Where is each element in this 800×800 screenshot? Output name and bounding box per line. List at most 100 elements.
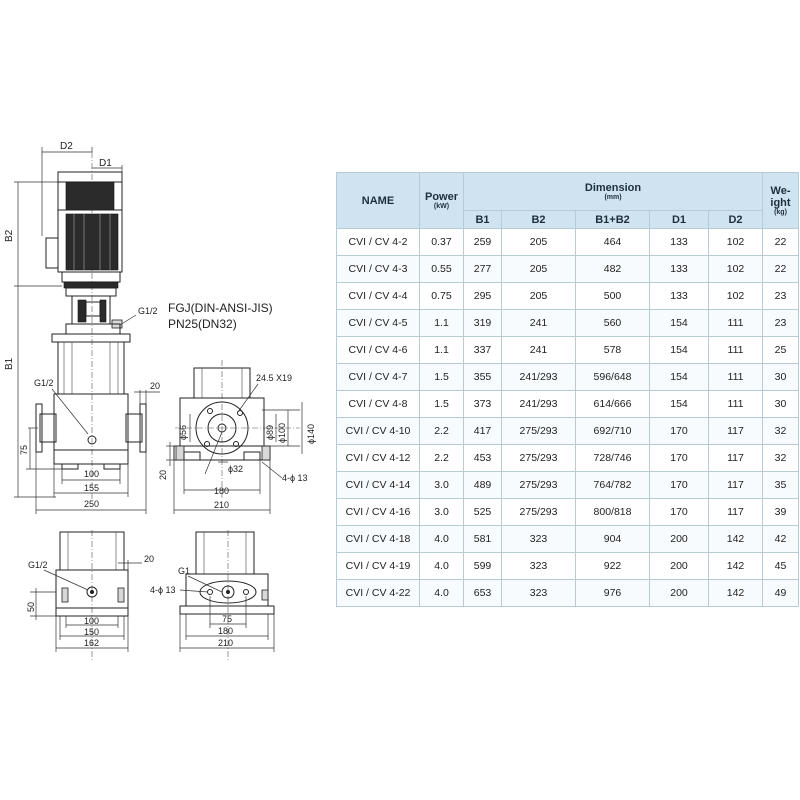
label-port-top: G1/2 xyxy=(138,306,158,316)
cell-name: CVI / CV 4-5 xyxy=(336,309,420,337)
label-155: 155 xyxy=(84,483,99,493)
cell-b1: 355 xyxy=(463,363,502,391)
cell-power: 0.37 xyxy=(419,228,464,256)
cell-power: 1.1 xyxy=(419,309,464,337)
cell-d1: 154 xyxy=(649,390,709,418)
cell-d1: 133 xyxy=(649,255,709,283)
cell-d2: 117 xyxy=(708,417,763,445)
cell-d2: 117 xyxy=(708,498,763,526)
cell-name: CVI / CV 4-6 xyxy=(336,336,420,364)
cell-d2: 111 xyxy=(708,336,763,364)
cell-name: CVI / CV 4-3 xyxy=(336,255,420,283)
cell-d1: 170 xyxy=(649,417,709,445)
label-side-20: 20 xyxy=(158,470,168,480)
cell-power: 0.75 xyxy=(419,282,464,310)
cell-d1: 200 xyxy=(649,579,709,607)
flange-standard-text: FGJ(DIN-ANSI-JIS) xyxy=(168,301,273,315)
label-phi32: ϕ32 xyxy=(228,464,243,474)
cell-d2: 117 xyxy=(708,471,763,499)
cell-b1b2: 922 xyxy=(575,552,650,580)
cell-power: 1.1 xyxy=(419,336,464,364)
header-b2: B2 xyxy=(501,210,576,229)
pump-dimension-drawing: D2 D1 B2 B1 75 G1/2 G1/2 20 FGJ(DIN-ANSI… xyxy=(4,141,316,660)
label-250: 250 xyxy=(84,499,99,509)
cell-power: 2.2 xyxy=(419,417,464,445)
label-phi100: ϕ100 xyxy=(277,423,287,443)
cell-weight: 39 xyxy=(762,498,799,526)
cell-weight: 32 xyxy=(762,444,799,472)
cell-power: 0.55 xyxy=(419,255,464,283)
spec-table: NAME Power (kW) Dimension (mm) We- ight … xyxy=(336,172,799,607)
cell-b2: 205 xyxy=(501,255,576,283)
label-holes: 4-ϕ 13 xyxy=(282,473,308,483)
cell-d2: 102 xyxy=(708,228,763,256)
cell-d1: 154 xyxy=(649,309,709,337)
cell-name: CVI / CV 4-14 xyxy=(336,471,420,499)
cell-d2: 102 xyxy=(708,255,763,283)
cell-b1b2: 976 xyxy=(575,579,650,607)
cell-name: CVI / CV 4-2 xyxy=(336,228,420,256)
cell-power: 4.0 xyxy=(419,552,464,580)
cell-b1: 417 xyxy=(463,417,502,445)
cell-weight: 42 xyxy=(762,525,799,553)
label-small-210: 210 xyxy=(218,638,233,648)
cell-power: 3.0 xyxy=(419,498,464,526)
cell-d1: 170 xyxy=(649,498,709,526)
cell-name: CVI / CV 4-7 xyxy=(336,363,420,391)
cell-b2: 323 xyxy=(501,525,576,553)
cell-b2: 323 xyxy=(501,579,576,607)
cell-b1b2: 904 xyxy=(575,525,650,553)
cell-weight: 23 xyxy=(762,309,799,337)
cell-b2: 205 xyxy=(501,228,576,256)
cell-d2: 142 xyxy=(708,525,763,553)
cell-name: CVI / CV 4-22 xyxy=(336,579,420,607)
cell-weight: 22 xyxy=(762,228,799,256)
cell-b2: 275/293 xyxy=(501,444,576,472)
cell-weight: 23 xyxy=(762,282,799,310)
cell-d1: 154 xyxy=(649,336,709,364)
label-75: 75 xyxy=(19,445,29,455)
cell-d1: 170 xyxy=(649,471,709,499)
header-power: Power (kW) xyxy=(419,172,464,229)
cell-name: CVI / CV 4-18 xyxy=(336,525,420,553)
cell-weight: 30 xyxy=(762,390,799,418)
cell-weight: 25 xyxy=(762,336,799,364)
header-weight: We- ight (kg) xyxy=(762,172,799,229)
cell-b2: 241/293 xyxy=(501,363,576,391)
cell-name: CVI / CV 4-12 xyxy=(336,444,420,472)
label-small-20: 20 xyxy=(144,554,154,564)
flange-pressure-text: PN25(DN32) xyxy=(168,317,237,331)
header-d1: D1 xyxy=(649,210,709,229)
cell-weight: 45 xyxy=(762,552,799,580)
cell-power: 1.5 xyxy=(419,363,464,391)
cell-b1: 373 xyxy=(463,390,502,418)
header-d2: D2 xyxy=(708,210,763,229)
label-phi56: ϕ56 xyxy=(178,425,188,440)
cell-d2: 111 xyxy=(708,363,763,391)
label-flange-20: 20 xyxy=(150,381,160,391)
cell-d2: 111 xyxy=(708,309,763,337)
cell-name: CVI / CV 4-16 xyxy=(336,498,420,526)
label-b1: B1 xyxy=(4,357,15,370)
label-small-162: 162 xyxy=(84,638,99,648)
cell-b1b2: 596/648 xyxy=(575,363,650,391)
cell-d2: 111 xyxy=(708,390,763,418)
cell-d1: 133 xyxy=(649,228,709,256)
side-view: 24.5 X19 ϕ56 ϕ89 ϕ100 ϕ140 ϕ32 4-ϕ 13 20… xyxy=(158,360,316,514)
cell-b1: 653 xyxy=(463,579,502,607)
label-phi89: ϕ89 xyxy=(265,425,275,440)
label-small-side-port: G1 xyxy=(178,566,190,576)
cell-weight: 49 xyxy=(762,579,799,607)
cell-b1: 277 xyxy=(463,255,502,283)
cell-d1: 170 xyxy=(649,444,709,472)
